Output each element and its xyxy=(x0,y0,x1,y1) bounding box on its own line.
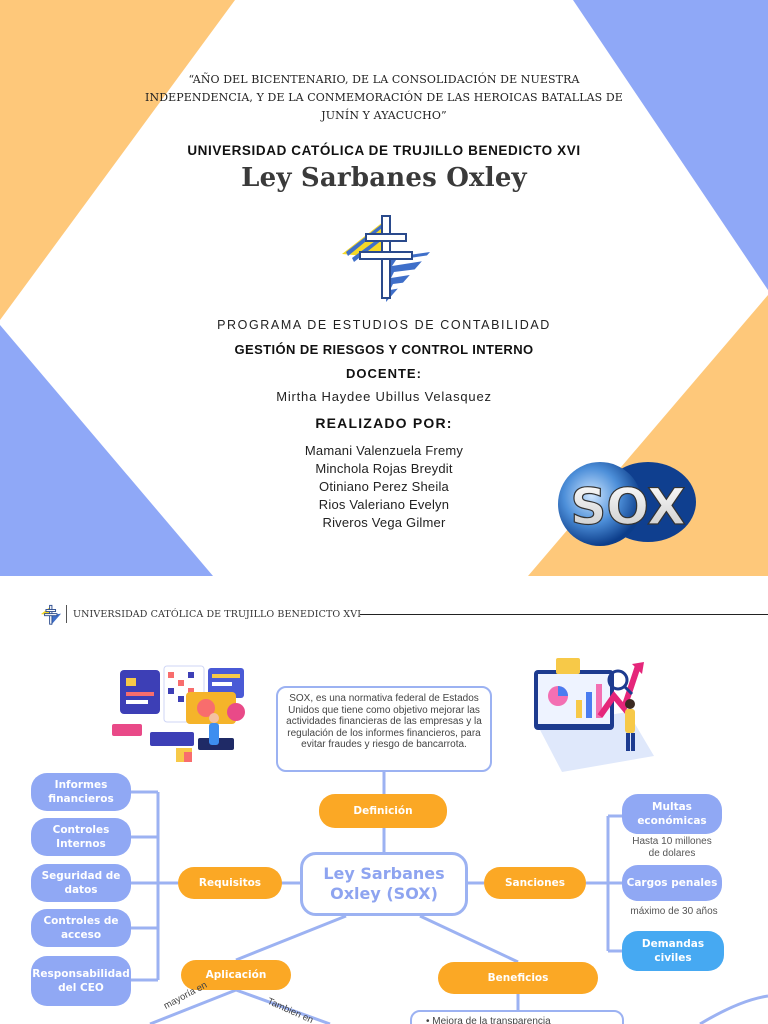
mind-map-page: UNIVERSIDAD CATÓLICA DE TRUJILLO BENEDIC… xyxy=(0,576,768,1024)
header-crest-icon xyxy=(40,604,62,626)
cover-page: “AÑO DEL BICENTENARIO, DE LA CONSOLIDACI… xyxy=(0,0,768,576)
bottom-left-blue-shape xyxy=(0,325,213,576)
program-name: PROGRAMA DE ESTUDIOS DE CONTABILIDAD xyxy=(217,318,551,332)
sanction-fines-note: Hasta 10 millones de dolares xyxy=(612,836,732,859)
application-node: Aplicación xyxy=(181,960,291,990)
note-line: Hasta 10 millones xyxy=(632,836,712,847)
requirement-ceo-responsibility: Responsabilidad del CEO xyxy=(31,956,131,1006)
central-topic-line: Ley Sarbanes xyxy=(323,864,445,883)
central-topic-line: Oxley (SOX) xyxy=(330,884,438,903)
note-line: de dolares xyxy=(648,847,696,859)
motto: “AÑO DEL BICENTENARIO, DE LA CONSOLIDACI… xyxy=(0,71,768,125)
header-divider xyxy=(66,605,67,623)
header-rule xyxy=(360,614,768,615)
growth-chart-illustration-right xyxy=(534,658,654,772)
teacher-name: Mirtha Haydee Ubillus Velasquez xyxy=(276,389,492,404)
motto-line: “AÑO DEL BICENTENARIO, DE LA CONSOLIDACI… xyxy=(188,73,580,86)
author-name: Mamani Valenzuela Fremy xyxy=(304,443,464,458)
mind-map-connectors xyxy=(130,772,768,1024)
sanction-fines: Multas económicas xyxy=(622,794,722,834)
sanction-criminal-note: máximo de 30 años xyxy=(630,906,718,917)
document-title: Ley Sarbanes Oxley xyxy=(241,163,527,193)
sanctions-node: Sanciones xyxy=(484,867,586,899)
decorative-curve xyxy=(699,994,768,1024)
definition-node: Definición xyxy=(319,794,447,828)
benefits-node: Beneficios xyxy=(438,962,598,994)
benefit-item: Mejora de la transparencia xyxy=(426,1016,551,1024)
sox-logo-text: SOX xyxy=(570,478,685,536)
cover-background-shapes xyxy=(0,0,768,576)
requirement-financial-reports: Informes financieros xyxy=(31,773,131,811)
requirements-node: Requisitos xyxy=(178,867,282,899)
authors-label: REALIZADO POR: xyxy=(315,415,453,431)
teacher-label: DOCENTE: xyxy=(346,366,422,381)
authors-list: Mamani Valenzuela Fremy Minchola Rojas B… xyxy=(0,442,768,532)
requirement-access-controls: Controles de acceso xyxy=(31,909,131,947)
central-topic: Ley Sarbanes Oxley (SOX) xyxy=(300,852,468,916)
sox-logo: SOX xyxy=(558,462,696,546)
definition-text-box: SOX, es una normativa federal de Estados… xyxy=(276,686,492,772)
benefits-list-box: Mejora de la transparencia xyxy=(410,1010,624,1024)
sanction-criminal-charges: Cargos penales xyxy=(622,865,722,901)
author-name: Rios Valeriano Evelyn xyxy=(318,497,450,512)
university-name: UNIVERSIDAD CATÓLICA DE TRUJILLO BENEDIC… xyxy=(187,143,581,158)
university-crest-icon xyxy=(342,215,430,302)
author-name: Riveros Vega Gilmer xyxy=(322,515,446,530)
author-name: Otiniano Perez Sheila xyxy=(319,479,449,494)
analytics-illustration-left xyxy=(112,665,245,762)
motto-line: JUNÍN Y AYACUCHO” xyxy=(321,109,447,122)
motto-line: INDEPENDENCIA, Y DE LA CONMEMORACIÓN DE … xyxy=(145,91,623,104)
author-name: Minchola Rojas Breydit xyxy=(315,461,453,476)
top-left-orange-shape xyxy=(0,0,235,320)
sanction-civil-lawsuits: Demandas civiles xyxy=(622,931,724,971)
requirement-internal-controls: Controles Internos xyxy=(31,818,131,856)
requirement-data-security: Seguridad de datos xyxy=(31,864,131,902)
header-university: UNIVERSIDAD CATÓLICA DE TRUJILLO BENEDIC… xyxy=(73,609,362,620)
top-right-blue-shape xyxy=(573,0,768,290)
course-name: GESTIÓN DE RIESGOS Y CONTROL INTERNO xyxy=(234,342,534,357)
